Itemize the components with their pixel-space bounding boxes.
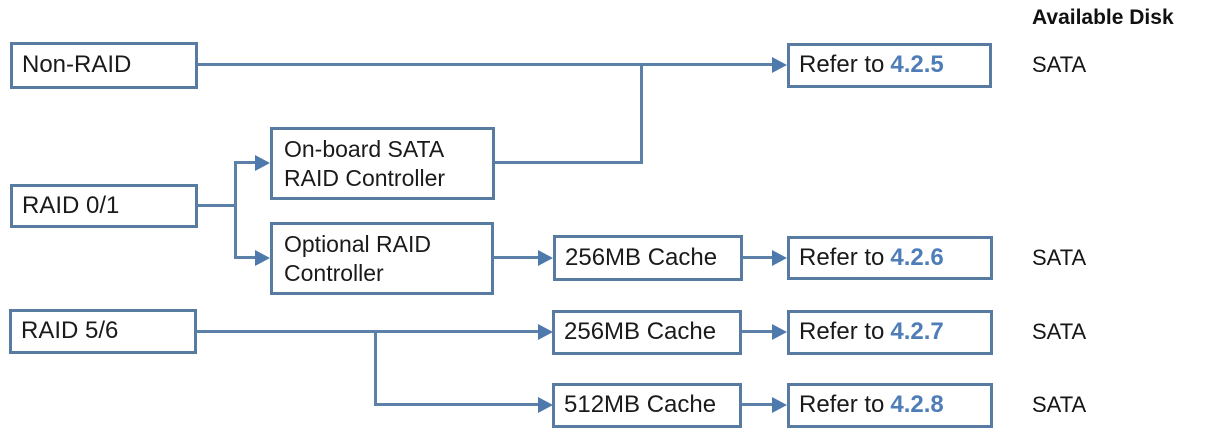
connector-raid01-split (234, 161, 237, 259)
raid-5-6-box: RAID 5/6 (9, 309, 197, 354)
arrowhead-icon-refer-425 (772, 57, 787, 73)
section-link-4-2-5[interactable]: 4.2.5 (890, 51, 944, 79)
connector-cache-to-refer-428 (742, 403, 773, 406)
arrowhead-icon-cache-426 (538, 250, 553, 266)
optional-raid-controller-label: Optional RAID Controller (284, 231, 432, 286)
disk-type-label-sata-2: SATA (1032, 245, 1087, 270)
refer-text: Refer to (799, 391, 885, 419)
disk-type-label-sata-1: SATA (1032, 52, 1087, 77)
connector-onboard-out (495, 161, 643, 164)
connector-cache-to-refer-427 (742, 330, 773, 333)
connector-to-onboard (234, 161, 256, 164)
arrowhead-icon-optional (255, 250, 270, 266)
section-link-4-2-8[interactable]: 4.2.8 (890, 391, 944, 419)
raid-0-1-box: RAID 0/1 (10, 184, 198, 228)
connector-cache-to-refer-426 (743, 256, 773, 259)
connector-raid56-branch-down (374, 330, 377, 406)
cache-512mb-label: 512MB Cache (564, 391, 717, 419)
cache-256mb-box-1: 256MB Cache (553, 235, 743, 281)
cache-256mb-label-2: 256MB Cache (564, 318, 717, 346)
raid-0-1-label: RAID 0/1 (22, 191, 120, 219)
connector-onboard-merge-up (640, 63, 643, 164)
refer-text: Refer to (799, 243, 885, 271)
refer-text: Refer to (799, 51, 885, 79)
arrowhead-icon-refer-428 (772, 397, 787, 413)
arrowhead-icon-cache-427 (538, 324, 553, 340)
onboard-sata-raid-controller-box: On-board SATA RAID Controller (270, 127, 495, 200)
arrowhead-icon-refer-426 (772, 250, 787, 266)
connector-branch-to-512cache (374, 403, 539, 406)
disk-type-label-sata-4: SATA (1032, 392, 1087, 417)
cache-256mb-box-2: 256MB Cache (552, 310, 742, 355)
optional-raid-controller-box: Optional RAID Controller (270, 222, 494, 295)
connector-raid56-to-cache (197, 330, 539, 333)
connector-to-optional (234, 256, 256, 259)
section-link-4-2-7[interactable]: 4.2.7 (890, 318, 944, 346)
refer-box-4-2-5: Refer to 4.2.5 (787, 43, 992, 88)
available-disk-header: Available Disk (1032, 6, 1174, 29)
refer-box-4-2-6: Refer to 4.2.6 (787, 236, 993, 280)
section-link-4-2-6[interactable]: 4.2.6 (890, 243, 944, 271)
refer-text: Refer to (799, 318, 885, 346)
non-raid-box: Non-RAID (10, 42, 198, 89)
arrowhead-icon-onboard (255, 155, 270, 171)
cache-512mb-box: 512MB Cache (552, 383, 742, 428)
disk-type-label-sata-3: SATA (1032, 319, 1087, 344)
arrowhead-icon-cache-428 (538, 397, 553, 413)
cache-256mb-label-1: 256MB Cache (565, 243, 718, 271)
raid-5-6-label: RAID 5/6 (21, 317, 119, 345)
arrowhead-icon-refer-427 (772, 324, 787, 340)
connector-non-raid-to-refer (198, 63, 773, 66)
connector-optional-to-cache (494, 256, 539, 259)
refer-box-4-2-7: Refer to 4.2.7 (787, 310, 993, 355)
onboard-sata-raid-controller-label: On-board SATA RAID Controller (284, 136, 446, 191)
non-raid-label: Non-RAID (22, 51, 132, 79)
connector-raid01-out (198, 204, 237, 207)
refer-box-4-2-8: Refer to 4.2.8 (787, 383, 993, 428)
